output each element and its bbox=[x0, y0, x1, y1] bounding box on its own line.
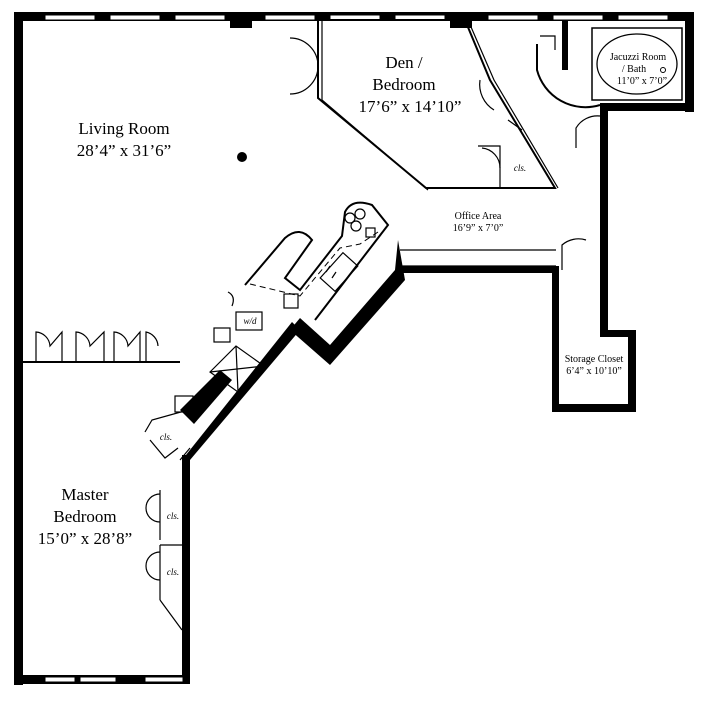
den-walls bbox=[317, 19, 559, 191]
hall-closet-label: cls. bbox=[160, 432, 172, 442]
office-name: Office Area bbox=[455, 211, 502, 222]
kitchen bbox=[244, 201, 390, 321]
den-doors[interactable] bbox=[289, 37, 495, 111]
exterior-walls bbox=[14, 12, 694, 685]
corridor-door[interactable] bbox=[575, 115, 601, 148]
jacuzzi-name-2: / Bath bbox=[622, 64, 646, 75]
bottom-windows bbox=[44, 676, 184, 683]
storage-name: Storage Closet bbox=[565, 354, 624, 365]
washer-dryer-label: w/d bbox=[243, 316, 257, 326]
jacuzzi-dims: 11’0” x 7’0” bbox=[617, 76, 667, 87]
drain-icon bbox=[660, 67, 666, 73]
office-walls bbox=[400, 238, 587, 270]
ceiling-light-icon bbox=[237, 152, 247, 162]
den-closet-label: cls. bbox=[514, 163, 526, 173]
living-bifold-doors[interactable] bbox=[23, 330, 180, 363]
master-closet-2-label: cls. bbox=[167, 567, 179, 577]
laundry-bath bbox=[174, 291, 265, 413]
jacuzzi-name-1: Jacuzzi Room bbox=[610, 52, 667, 63]
master-closets[interactable] bbox=[145, 490, 183, 631]
office-dims: 16’9” x 7’0” bbox=[453, 223, 504, 234]
living-room-dims: 28’4” x 31’6” bbox=[77, 141, 171, 160]
jacuzzi-room bbox=[536, 20, 683, 109]
master-dims: 15’0” x 28’8” bbox=[38, 529, 132, 548]
master-name-2: Bedroom bbox=[53, 507, 116, 526]
master-closet-1-label: cls. bbox=[167, 511, 179, 521]
den-name-1: Den / bbox=[385, 53, 423, 72]
den-name-2: Bedroom bbox=[372, 75, 435, 94]
den-dims: 17’6” x 14’10” bbox=[359, 97, 462, 116]
storage-dims: 6’4” x 10’10” bbox=[566, 366, 622, 377]
living-room-name: Living Room bbox=[78, 119, 169, 138]
hall-closet bbox=[144, 409, 191, 461]
master-name-1: Master bbox=[61, 485, 109, 504]
